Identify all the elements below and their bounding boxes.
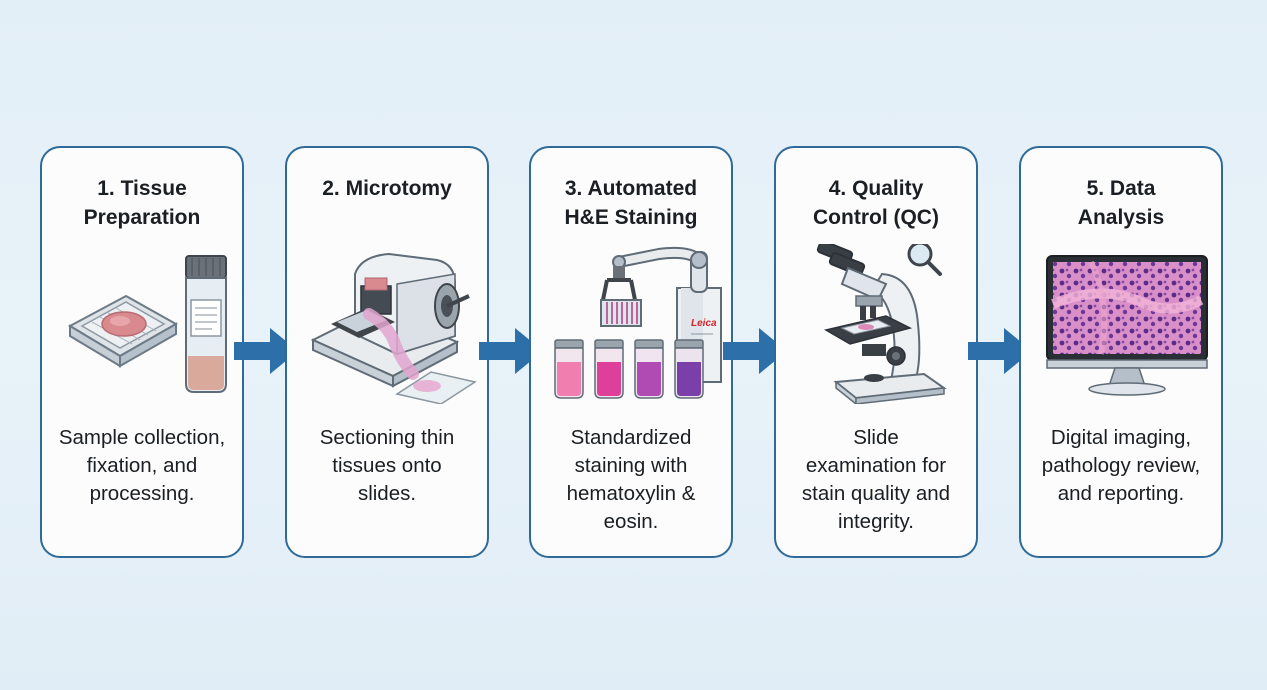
step-title: 4. Quality Control (QC) <box>813 177 939 229</box>
step-title: 3. Automated H&E Staining <box>564 177 698 229</box>
step-card-microtomy: 2. Microtomy Sectioning thin <box>285 146 489 558</box>
step-description: Sectioning thin tissues onto slides. <box>319 426 455 505</box>
right-arrow-icon <box>968 326 1032 376</box>
step-description: Sample collection, fixation, and process… <box>58 426 226 505</box>
tissue-cassette-and-vial-icon <box>52 244 236 404</box>
device-label: Leica <box>691 318 717 329</box>
magnifier-icon <box>907 244 942 276</box>
step-card-tissue-preparation: 1. Tissue Preparation Sample collection,… <box>40 146 244 558</box>
right-arrow-icon <box>234 326 298 376</box>
step-description: Digital imaging, pathology review, and r… <box>1041 426 1201 505</box>
step-title: 1. Tissue Preparation <box>83 177 201 229</box>
right-arrow-icon <box>479 326 543 376</box>
step-title: 5. Data Analysis <box>1077 177 1165 229</box>
step-card-quality-control: 4. Quality Control (QC) <box>774 146 978 558</box>
microscope-icon <box>786 244 970 404</box>
step-card-data-analysis: 5. Data Analysis Digital imaging, pathol… <box>1019 146 1223 558</box>
step-card-automated-he-staining: 3. Automated H&E Staining Leica <box>529 146 733 558</box>
microtome-icon <box>297 244 481 404</box>
computer-monitor-icon <box>1031 244 1215 404</box>
robotic-stainer-icon: Leica <box>541 244 725 404</box>
step-title: 2. Microtomy <box>322 177 452 200</box>
step-description: Standardized staining with hematoxylin &… <box>566 426 696 533</box>
right-arrow-icon <box>723 326 787 376</box>
step-description: Slide examination for stain quality and … <box>801 426 951 533</box>
